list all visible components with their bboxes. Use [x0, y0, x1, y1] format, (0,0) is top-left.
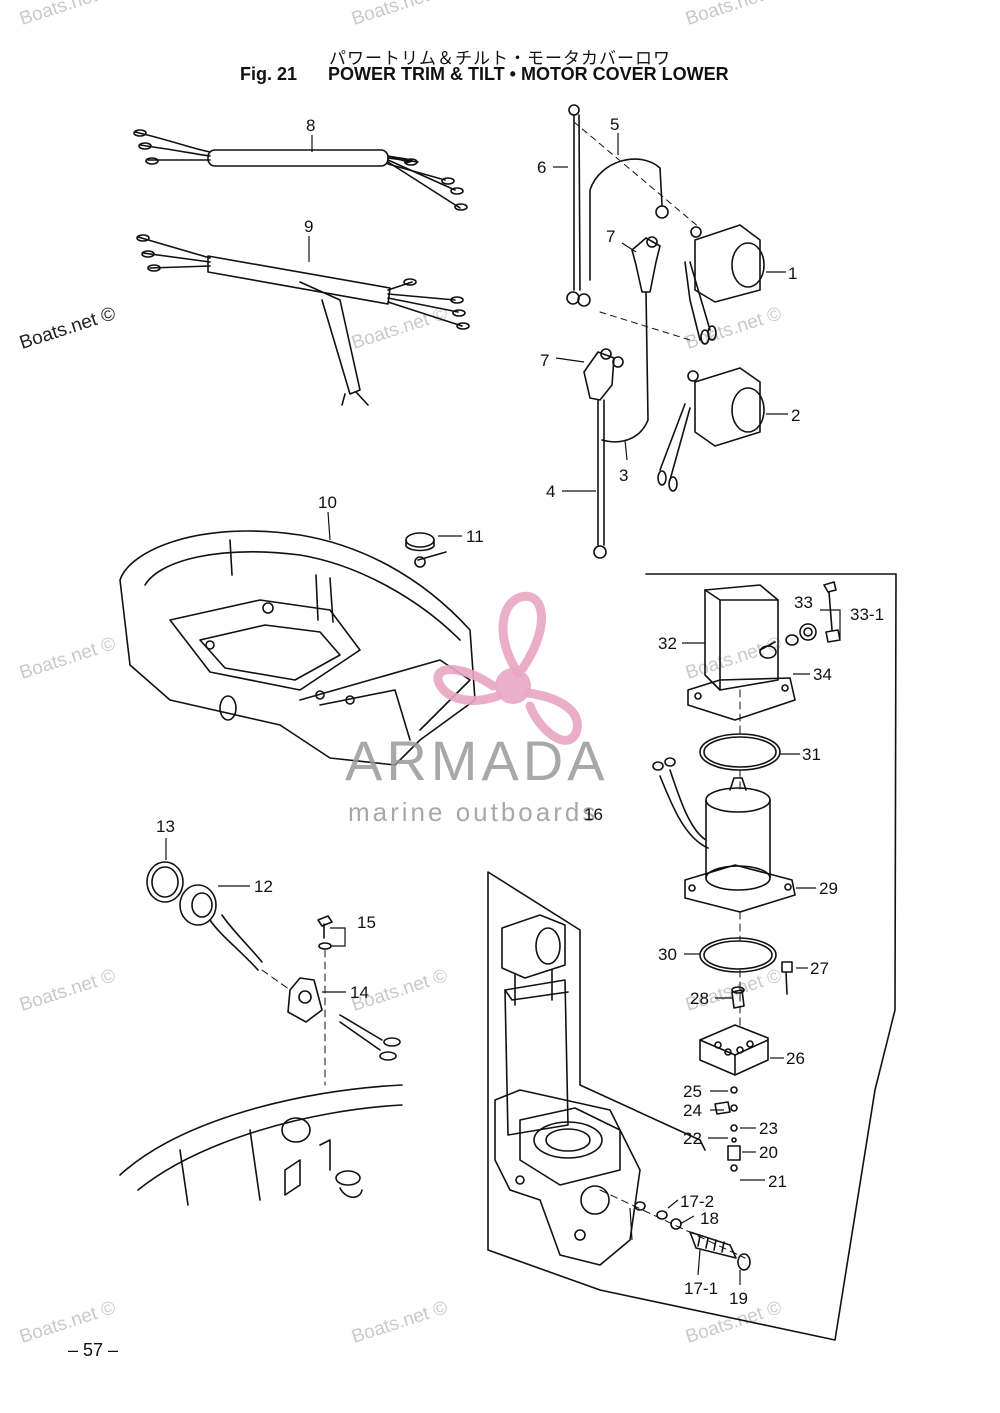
bolt-26 — [781, 961, 793, 995]
callout-10: 10 — [318, 493, 337, 512]
callout-21: 22 — [683, 1129, 702, 1148]
callout-31: 32 — [658, 634, 677, 653]
page-title: Fig. 21 POWER TRIM & TILT • MOTOR COVER … — [240, 64, 729, 85]
callout-13: 13 — [156, 817, 175, 836]
assembly-frame — [487, 573, 897, 1341]
figure-title: POWER TRIM & TILT • MOTOR COVER LOWER — [328, 64, 729, 84]
callout-17: 17-1 — [684, 1279, 718, 1298]
assembly-lines — [573, 121, 701, 341]
seal-13 — [146, 861, 184, 903]
callout-17-2: 18 — [700, 1209, 719, 1228]
callout-19: 20 — [759, 1143, 778, 1162]
callout-5: 5 — [610, 115, 619, 134]
callout-2: 2 — [791, 406, 800, 425]
callout-33: 33 — [794, 593, 813, 612]
callout-23: 24 — [683, 1101, 702, 1120]
valve-17-assembly — [634, 1201, 751, 1271]
callout-27: 28 — [690, 989, 709, 1008]
o-ring-29 — [699, 937, 777, 973]
callout-15: 15 — [357, 913, 376, 932]
callout-4: 4 — [546, 482, 555, 501]
callout-24: 25 — [683, 1082, 702, 1101]
figure-label: Fig. 21 — [240, 64, 298, 84]
callout-33-1: 34 — [813, 665, 832, 684]
callout-16: 16 — [584, 805, 603, 824]
callout-8: 8 — [306, 116, 315, 135]
callout-20: 21 — [768, 1172, 787, 1191]
callout-3: 3 — [619, 466, 628, 485]
armada-brand: ARMADA — [345, 729, 609, 792]
callout-32: 33-1 — [850, 605, 884, 624]
tilt-cylinder-assembly — [494, 914, 641, 1266]
armada-logo — [433, 591, 582, 745]
screw-32 — [823, 581, 841, 643]
callout-12: 12 — [254, 877, 273, 896]
cable-6 — [566, 104, 591, 307]
oil-pump-25 — [699, 1024, 769, 1076]
callout-26: 27 — [810, 959, 829, 978]
plug-27 — [731, 986, 745, 1009]
page-title-japanese: パワートリム＆チルト・モータカバーロワ — [329, 49, 671, 69]
callout-9: 9 — [304, 217, 313, 236]
callout-18: 19 — [729, 1289, 748, 1308]
callout-6: 6 — [537, 158, 546, 177]
pump-motor-28 — [684, 777, 796, 913]
plug-33 — [785, 623, 817, 646]
armada-tagline: marine outboards — [348, 797, 599, 827]
wire-harness-8 — [133, 129, 468, 211]
callout-25: 26 — [786, 1049, 805, 1068]
callout-22: 23 — [759, 1119, 778, 1138]
callout-17-1: 17-2 — [680, 1192, 714, 1211]
callout-29: 30 — [658, 945, 677, 964]
callout-7b: 7 — [540, 351, 549, 370]
bracket-14 — [287, 977, 401, 1061]
callout-1: 1 — [788, 264, 797, 283]
grommet-12 — [179, 884, 263, 971]
wire-harness-9 — [136, 234, 470, 406]
callout-14: 14 — [350, 983, 369, 1002]
grommet-11 — [405, 532, 447, 568]
callout-30: 31 — [802, 745, 821, 764]
reservoir-cover-31 — [687, 584, 796, 721]
callout-7a: 7 — [606, 227, 615, 246]
engine-body-outline — [119, 1084, 403, 1206]
relay-1 — [684, 224, 765, 345]
motor-lead-16 — [652, 757, 709, 849]
relay-2 — [657, 367, 765, 492]
callout-11: 11 — [466, 527, 484, 546]
callout-28: 29 — [819, 879, 838, 898]
cable-5 — [589, 158, 669, 281]
page-number: – 57 – — [68, 1340, 119, 1360]
relay-connector-7 — [583, 236, 661, 559]
valve-parts-19-24 — [714, 1086, 741, 1172]
